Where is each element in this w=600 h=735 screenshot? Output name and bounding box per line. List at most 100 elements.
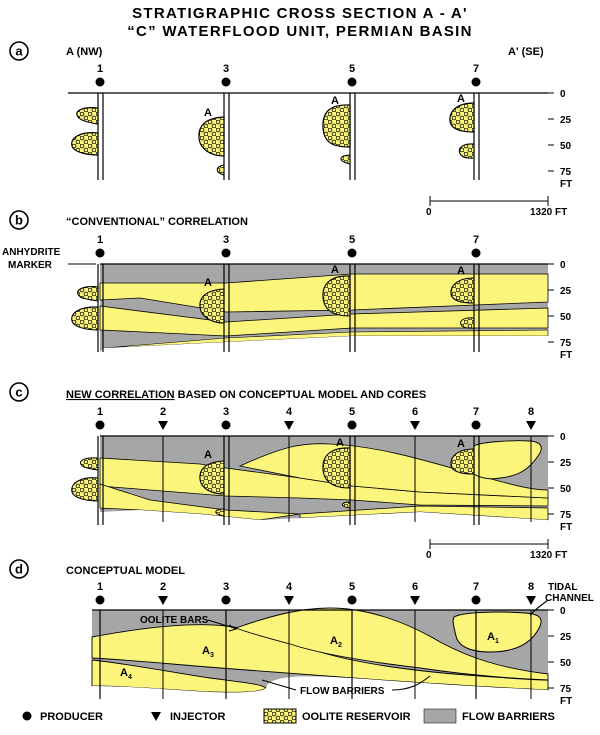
panel-d-badge: [9, 559, 29, 579]
well-label-6: 6: [412, 581, 418, 593]
panel-a-badge: [9, 41, 29, 61]
producer-well-symbol: [95, 595, 105, 605]
well-label-7: 7: [473, 406, 479, 418]
tidal-channel-label: CHANNEL: [545, 593, 594, 604]
reservoir-zone: [71, 477, 99, 502]
well-label-6: 6: [412, 406, 418, 418]
panel-b-letter: b: [15, 213, 23, 228]
producer-well-symbol: [471, 77, 481, 87]
reservoir-zone: [450, 448, 475, 475]
legend-producer-label: PRODUCER: [40, 711, 103, 723]
figure-title-line-1: STRATIGRAPHIC CROSS SECTION A - A': [132, 5, 468, 22]
depth-unit: FT: [560, 350, 572, 361]
panel-c-blank-area: [100, 510, 548, 525]
arrow-oolite-bars: [207, 619, 235, 629]
tidal-channel-label: TIDAL: [548, 582, 577, 593]
well-label-7: 7: [473, 581, 479, 593]
unit-a-label: A: [336, 437, 344, 449]
well-label-1: 1: [97, 581, 103, 593]
well-label-7: 7: [473, 234, 479, 246]
reservoir-band: [238, 443, 549, 499]
distance-scale-bar: 0 1320 FT: [426, 539, 567, 561]
depth-unit: FT: [560, 179, 572, 190]
anhydrite-marker-label: ANHYDRITE: [2, 247, 61, 258]
panel-c-heading-underlined: NEW CORRELATION: [66, 389, 175, 401]
well-label-3: 3: [223, 581, 229, 593]
injector-well-symbol: [410, 596, 420, 605]
reservoir-zone: [198, 116, 225, 157]
reservoir-zone: [76, 107, 99, 125]
legend-producer-symbol: [22, 711, 32, 721]
injector-logs: [162, 610, 532, 699]
scale-end: 1320 FT: [530, 207, 567, 218]
reservoir-zone: [458, 143, 475, 159]
producer-well-symbol: [471, 595, 481, 605]
depth-scale: 0 25 50 75 FT: [548, 89, 572, 190]
depth-scale: 0 25 50 75 FT: [548, 606, 572, 707]
depth-scale: 0 25 50 75 FT: [548, 260, 572, 361]
arrow-head: [228, 624, 238, 632]
well-label-1: 1: [97, 63, 103, 75]
unit-a-label: A: [457, 93, 465, 105]
panel-b-blank-area: [100, 336, 548, 352]
producer-well-symbol: [347, 595, 357, 605]
well-label-3: 3: [223, 63, 229, 75]
unit-a-label: A: [204, 107, 212, 119]
panel-b: b “CONVENTIONAL” CORRELATION ANHYDRITE M…: [2, 210, 572, 361]
well-label-8: 8: [528, 581, 534, 593]
reservoir-zone: [199, 288, 225, 324]
unit-a2-subscript: 2: [338, 642, 342, 649]
unit-a1-subscript: 1: [495, 638, 499, 645]
reservoir-zone: [449, 102, 475, 133]
depth-label: 75: [560, 338, 572, 349]
reservoir-body-a2: [234, 607, 549, 681]
well-label-5: 5: [349, 581, 355, 593]
injector-well-symbol: [410, 421, 420, 430]
unit-label-a3: A3: [202, 645, 214, 659]
well-label-7: 7: [473, 63, 479, 75]
depth-unit: FT: [560, 522, 572, 533]
scale-start: 0: [426, 207, 432, 218]
reservoir-band: [473, 440, 542, 480]
depth-label: 0: [560, 260, 566, 271]
injector-well-symbol: [158, 596, 168, 605]
reservoir-zone: [460, 317, 475, 329]
well-label-4: 4: [286, 581, 293, 593]
depth-label: 0: [560, 606, 566, 617]
panel-d-letter: d: [15, 562, 23, 577]
anhydrite-marker-label: MARKER: [8, 260, 53, 271]
depth-unit: FT: [560, 696, 572, 707]
legend-injector-symbol: [151, 712, 161, 721]
oolite-bars-label: OOLITE BARS: [140, 615, 209, 626]
well-label-2: 2: [160, 406, 166, 418]
well-label-1: 1: [97, 234, 103, 246]
reservoir-zone: [340, 154, 351, 165]
arrow-tidal-channel: [529, 599, 549, 616]
depth-label: 75: [560, 510, 572, 521]
panel-c-heading: NEW CORRELATION BASED ON CONCEPTUAL MODE…: [66, 389, 426, 401]
depth-label: 25: [560, 458, 572, 469]
injector-logs: [162, 436, 532, 522]
well-label-5: 5: [349, 406, 355, 418]
reservoir-zone: [322, 447, 351, 489]
well-label-3: 3: [223, 406, 229, 418]
injector-well-symbol: [526, 421, 536, 430]
panel-a: a A (NW) A' (SE) A A A 1 3 5: [9, 41, 572, 218]
panel-c-letter: c: [15, 385, 22, 400]
unit-a1-letter: A: [487, 631, 495, 643]
depth-label: 50: [560, 312, 572, 323]
injector-well-symbol: [526, 596, 536, 605]
legend: PRODUCER INJECTOR OOLITE RESERVOIR FLOW …: [22, 708, 555, 724]
reservoir-zone: [71, 306, 99, 331]
panel-d-blank-area: [92, 676, 548, 699]
unit-a-label: A: [331, 95, 339, 107]
unit-a-label: A: [204, 277, 212, 289]
unit-a-label: A: [204, 449, 212, 461]
reservoir-zone: [322, 275, 351, 317]
well-label-8: 8: [528, 406, 534, 418]
arrow-flow-barriers: [391, 675, 431, 691]
producer-well-symbol: [221, 420, 231, 430]
reservoir-zone: [80, 457, 99, 471]
producer-well-symbol: [471, 248, 481, 258]
well-label-3: 3: [223, 234, 229, 246]
